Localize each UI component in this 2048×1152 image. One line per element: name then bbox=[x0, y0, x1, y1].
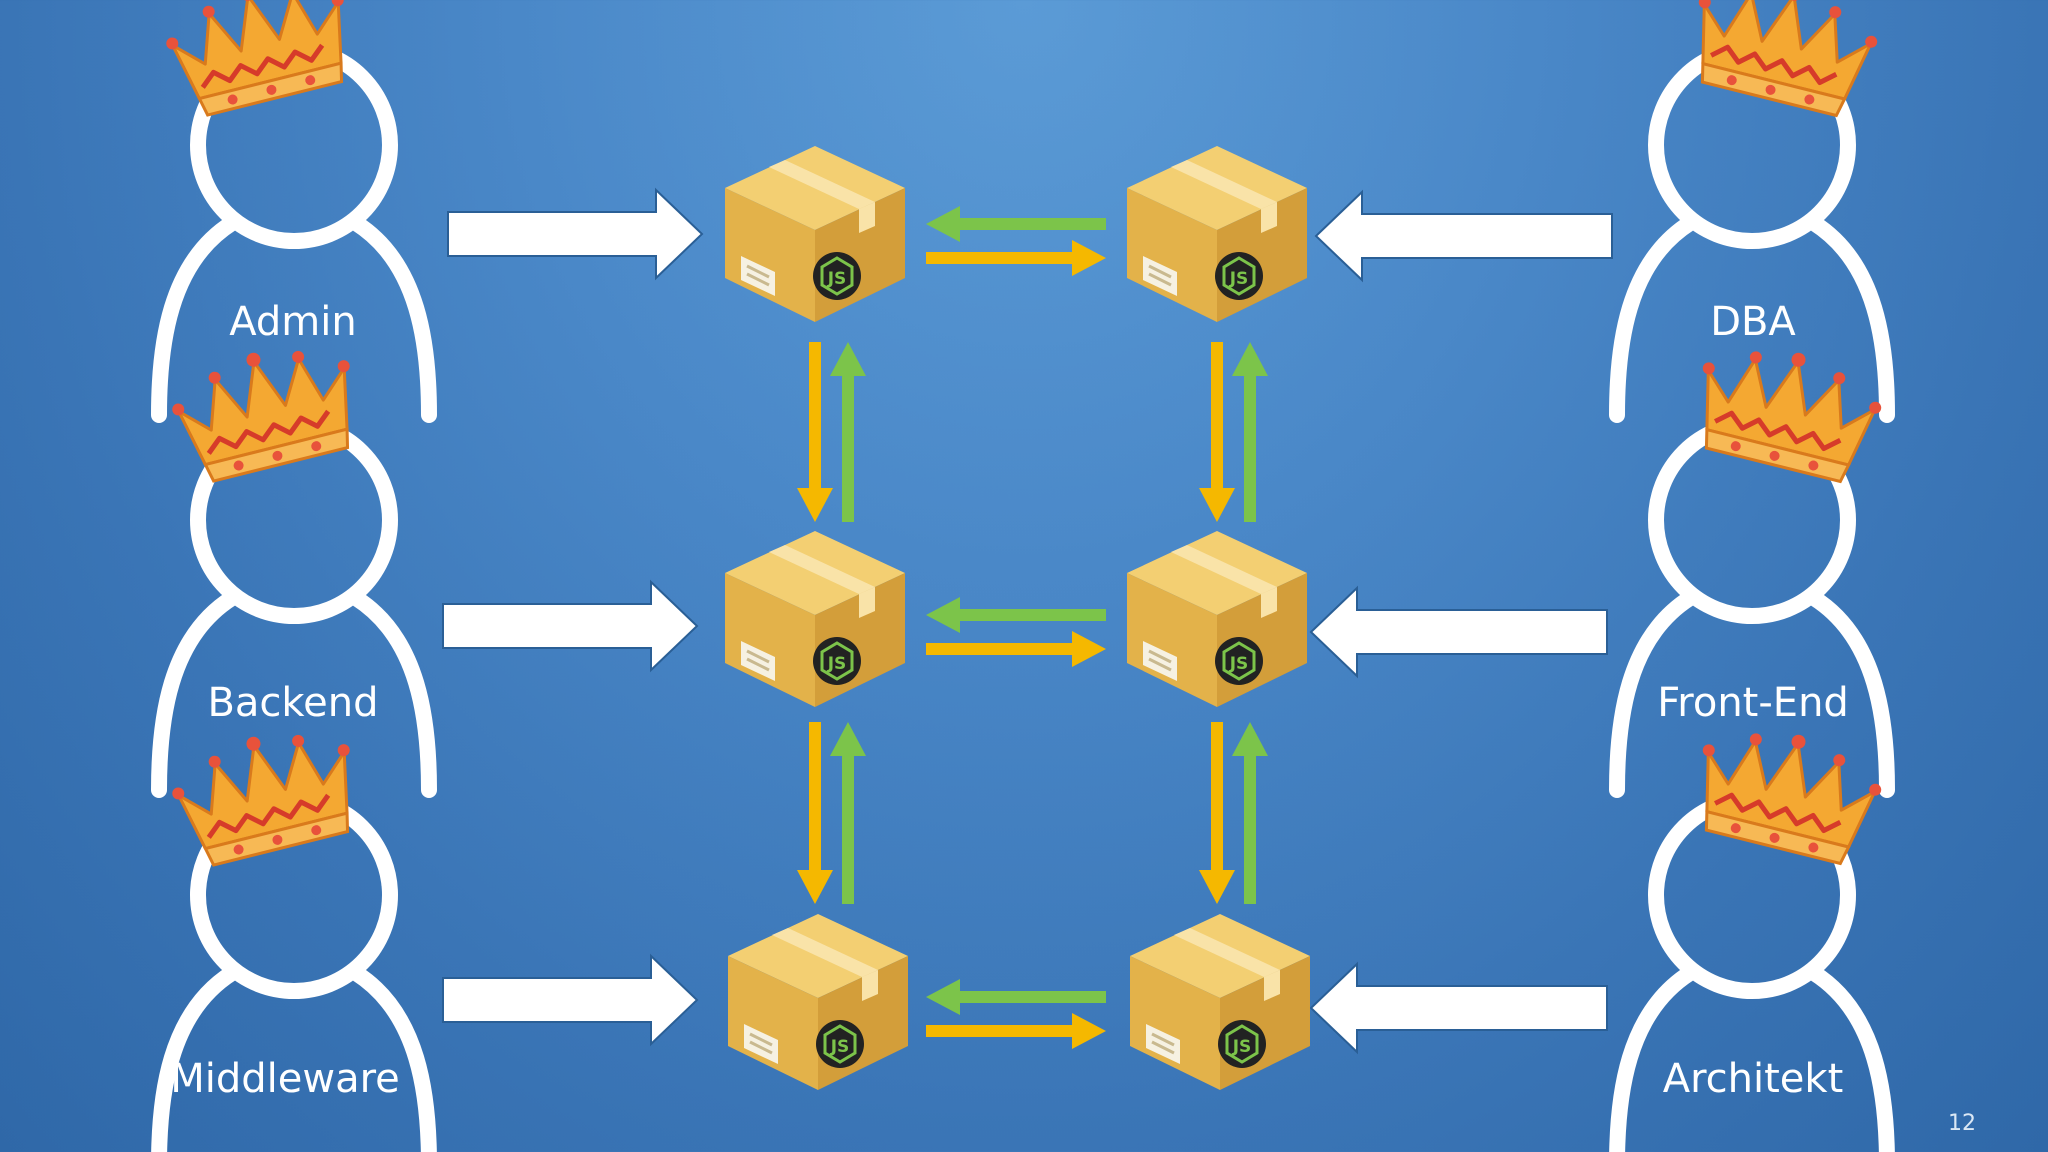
packages: JS JS JS JS JS JS bbox=[723, 144, 1312, 1092]
crown-icon-backend bbox=[163, 331, 368, 487]
input-arrow-middleware bbox=[442, 953, 699, 1047]
package-box-icon-2: JS bbox=[1125, 144, 1309, 324]
link-arrow-down-col2-b bbox=[1199, 722, 1235, 904]
crown-icon-dba bbox=[1680, 0, 1885, 121]
person-icon-backend bbox=[159, 424, 429, 790]
link-arrow-down-col1-b bbox=[797, 722, 833, 904]
package-box-icon-6: JS bbox=[1128, 912, 1312, 1092]
role-label-middleware: Middleware bbox=[170, 1056, 400, 1102]
package-box-icon-5: JS bbox=[726, 912, 910, 1092]
link-arrow-forward-row2 bbox=[926, 631, 1106, 667]
package-logo-text: JS bbox=[827, 654, 847, 674]
package-logo-text: JS bbox=[830, 1037, 850, 1057]
link-arrow-back-row3 bbox=[926, 979, 1106, 1015]
role-label-architekt: Architekt bbox=[1662, 1056, 1844, 1102]
package-link-arrows bbox=[797, 206, 1268, 1049]
input-arrows bbox=[442, 187, 1613, 1055]
link-arrow-forward-row3 bbox=[926, 1013, 1106, 1049]
input-arrow-architekt bbox=[1309, 961, 1608, 1055]
input-arrow-dba bbox=[1314, 189, 1613, 283]
package-logo-text: JS bbox=[1229, 269, 1249, 289]
link-arrow-up-col1-a bbox=[830, 342, 866, 522]
people bbox=[157, 0, 1889, 1152]
crown-icon-admin bbox=[157, 0, 362, 121]
crown-icon-middleware bbox=[163, 715, 368, 871]
link-arrow-down-col2-a bbox=[1199, 342, 1235, 522]
link-arrow-up-col2-a bbox=[1232, 342, 1268, 522]
link-arrow-up-col1-b bbox=[830, 722, 866, 904]
page-number: 12 bbox=[1948, 1111, 1976, 1136]
package-box-icon-4: JS bbox=[1125, 529, 1309, 709]
package-box-icon-1: JS bbox=[723, 144, 907, 324]
link-arrow-forward-row1 bbox=[926, 240, 1106, 276]
input-arrow-frontend bbox=[1309, 585, 1608, 679]
crown-icon-frontend bbox=[1684, 331, 1889, 487]
package-logo-text: JS bbox=[1229, 654, 1249, 674]
role-label-admin: Admin bbox=[229, 299, 357, 345]
link-arrow-up-col2-b bbox=[1232, 722, 1268, 904]
role-label-backend: Backend bbox=[207, 680, 379, 726]
link-arrow-down-col1-a bbox=[797, 342, 833, 522]
input-arrow-backend bbox=[442, 579, 699, 673]
role-label-frontend: Front-End bbox=[1657, 680, 1849, 726]
package-logo-text: JS bbox=[827, 269, 847, 289]
package-box-icon-3: JS bbox=[723, 529, 907, 709]
crown-icon-architekt bbox=[1684, 713, 1889, 869]
role-label-dba: DBA bbox=[1710, 299, 1796, 345]
package-logo-text: JS bbox=[1232, 1037, 1252, 1057]
link-arrow-back-row2 bbox=[926, 597, 1106, 633]
link-arrow-back-row1 bbox=[926, 206, 1106, 242]
input-arrow-admin bbox=[447, 187, 704, 281]
